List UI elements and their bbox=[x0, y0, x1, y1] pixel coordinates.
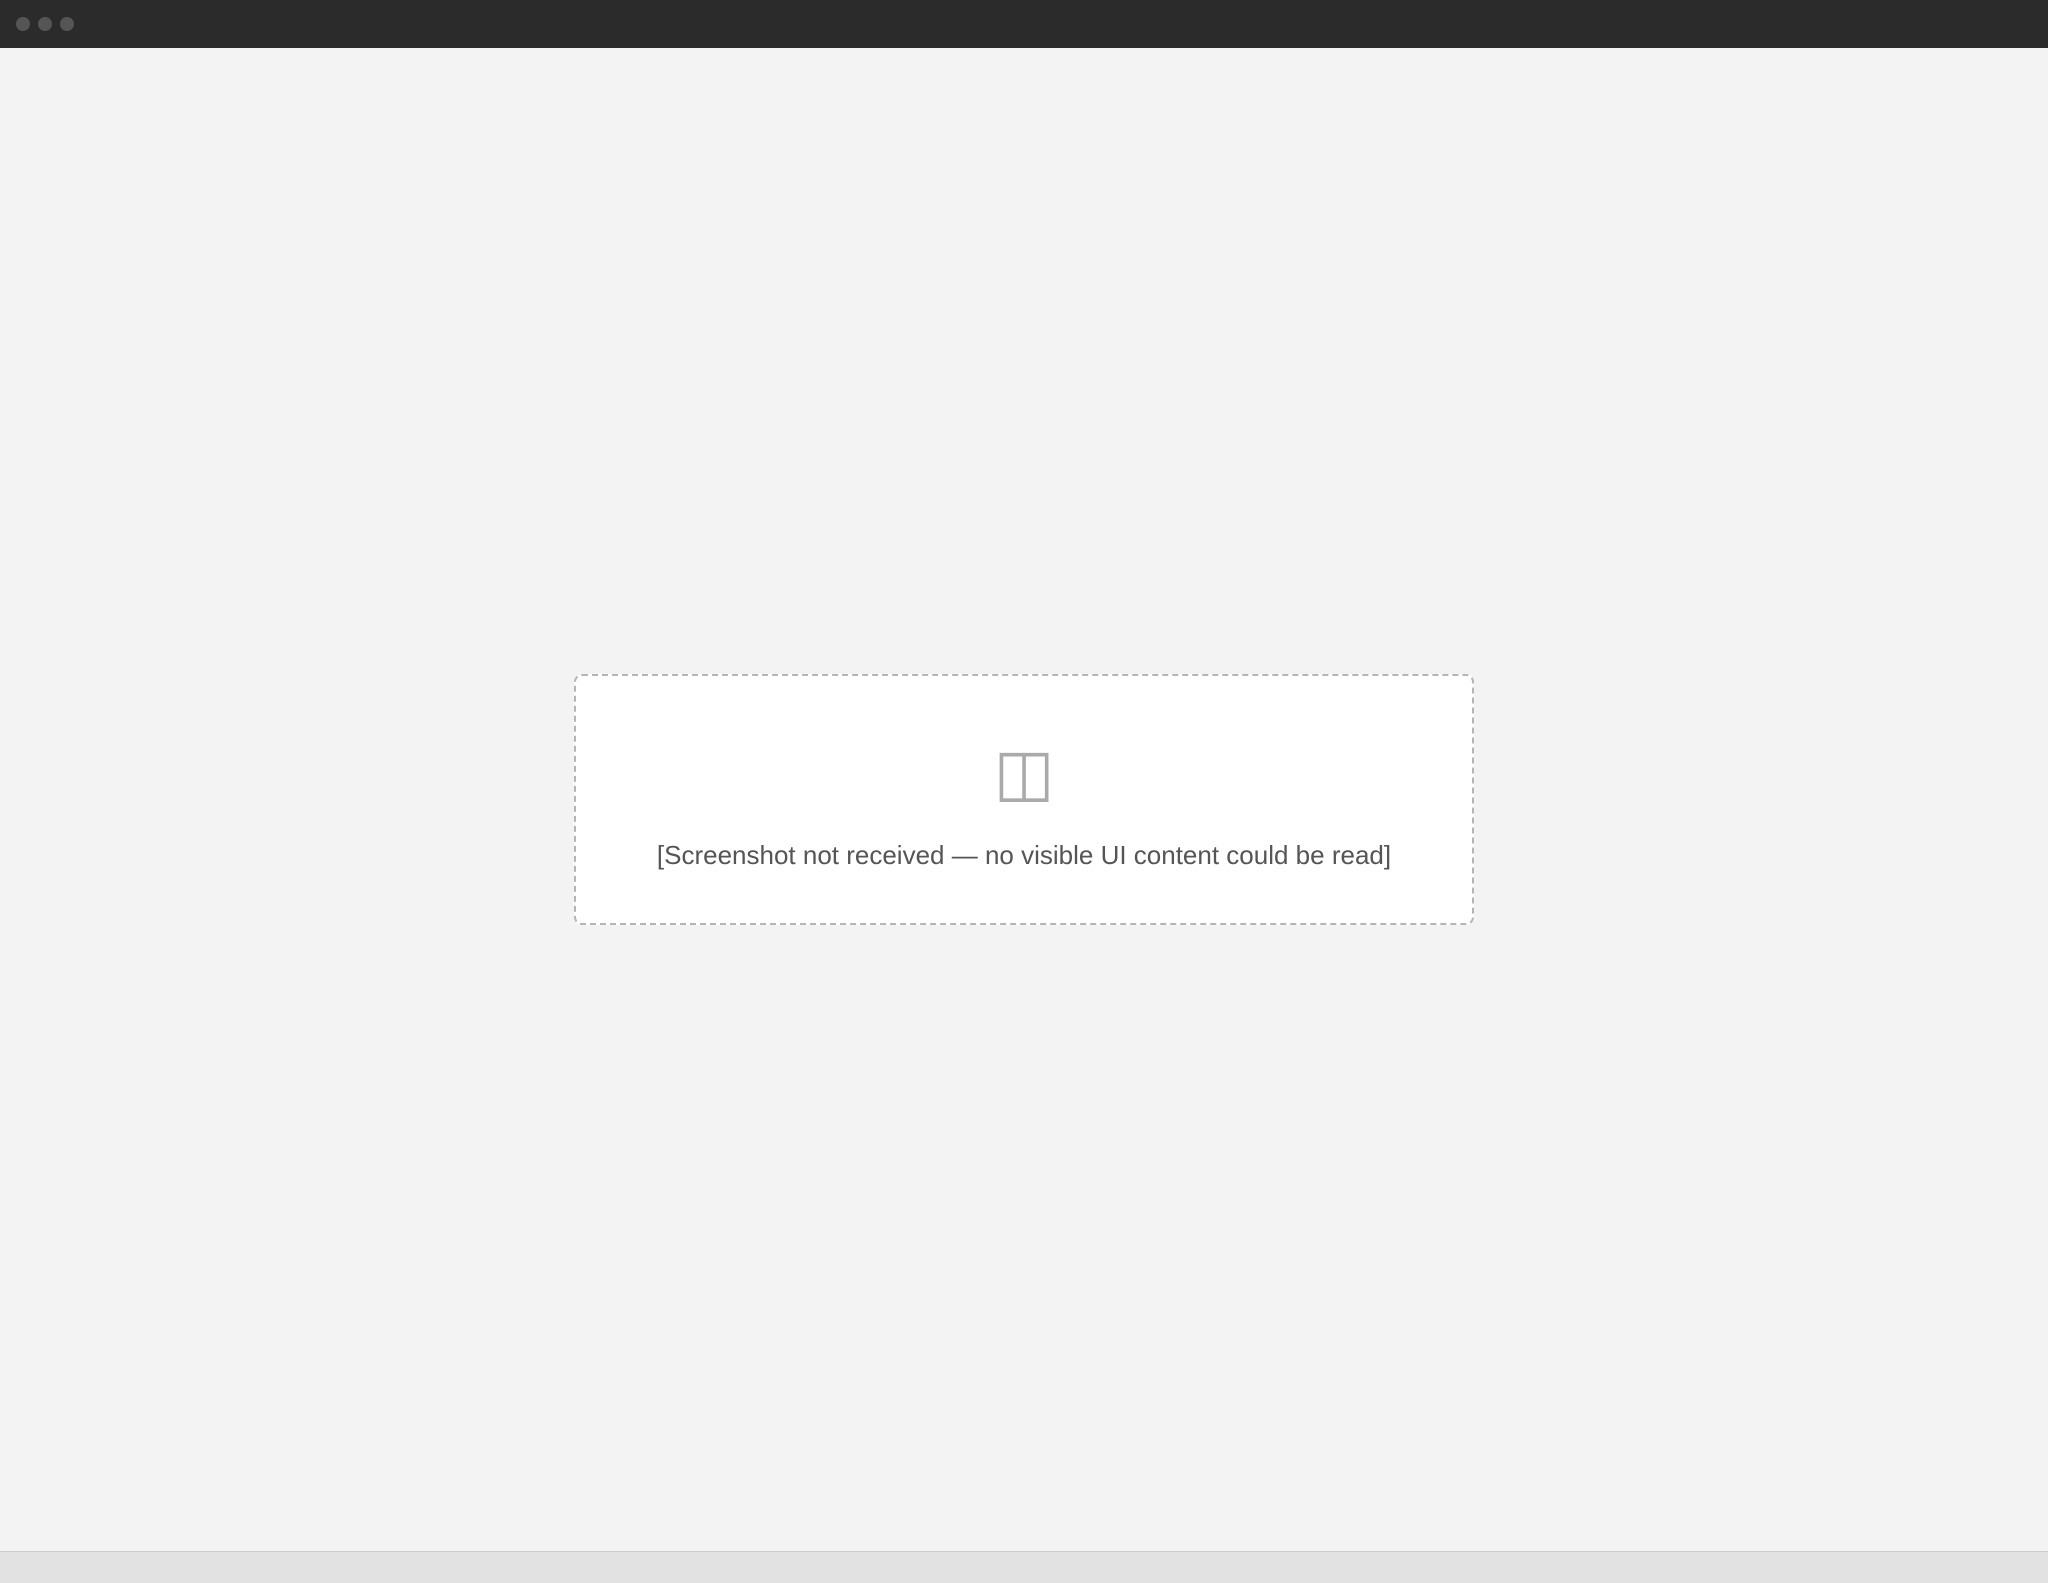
maximize-icon[interactable] bbox=[60, 17, 74, 31]
notice-text: [Screenshot not received — no visible UI… bbox=[656, 840, 1392, 870]
main-area: ◫ [Screenshot not received — no visible … bbox=[0, 48, 2048, 1551]
status-bar bbox=[0, 1551, 2048, 1583]
image-missing-icon: ◫ bbox=[993, 736, 1055, 808]
title-bar bbox=[0, 0, 2048, 48]
window-controls[interactable] bbox=[16, 17, 74, 31]
minimize-icon[interactable] bbox=[38, 17, 52, 31]
missing-image-notice: ◫ [Screenshot not received — no visible … bbox=[574, 674, 1474, 925]
close-icon[interactable] bbox=[16, 17, 30, 31]
